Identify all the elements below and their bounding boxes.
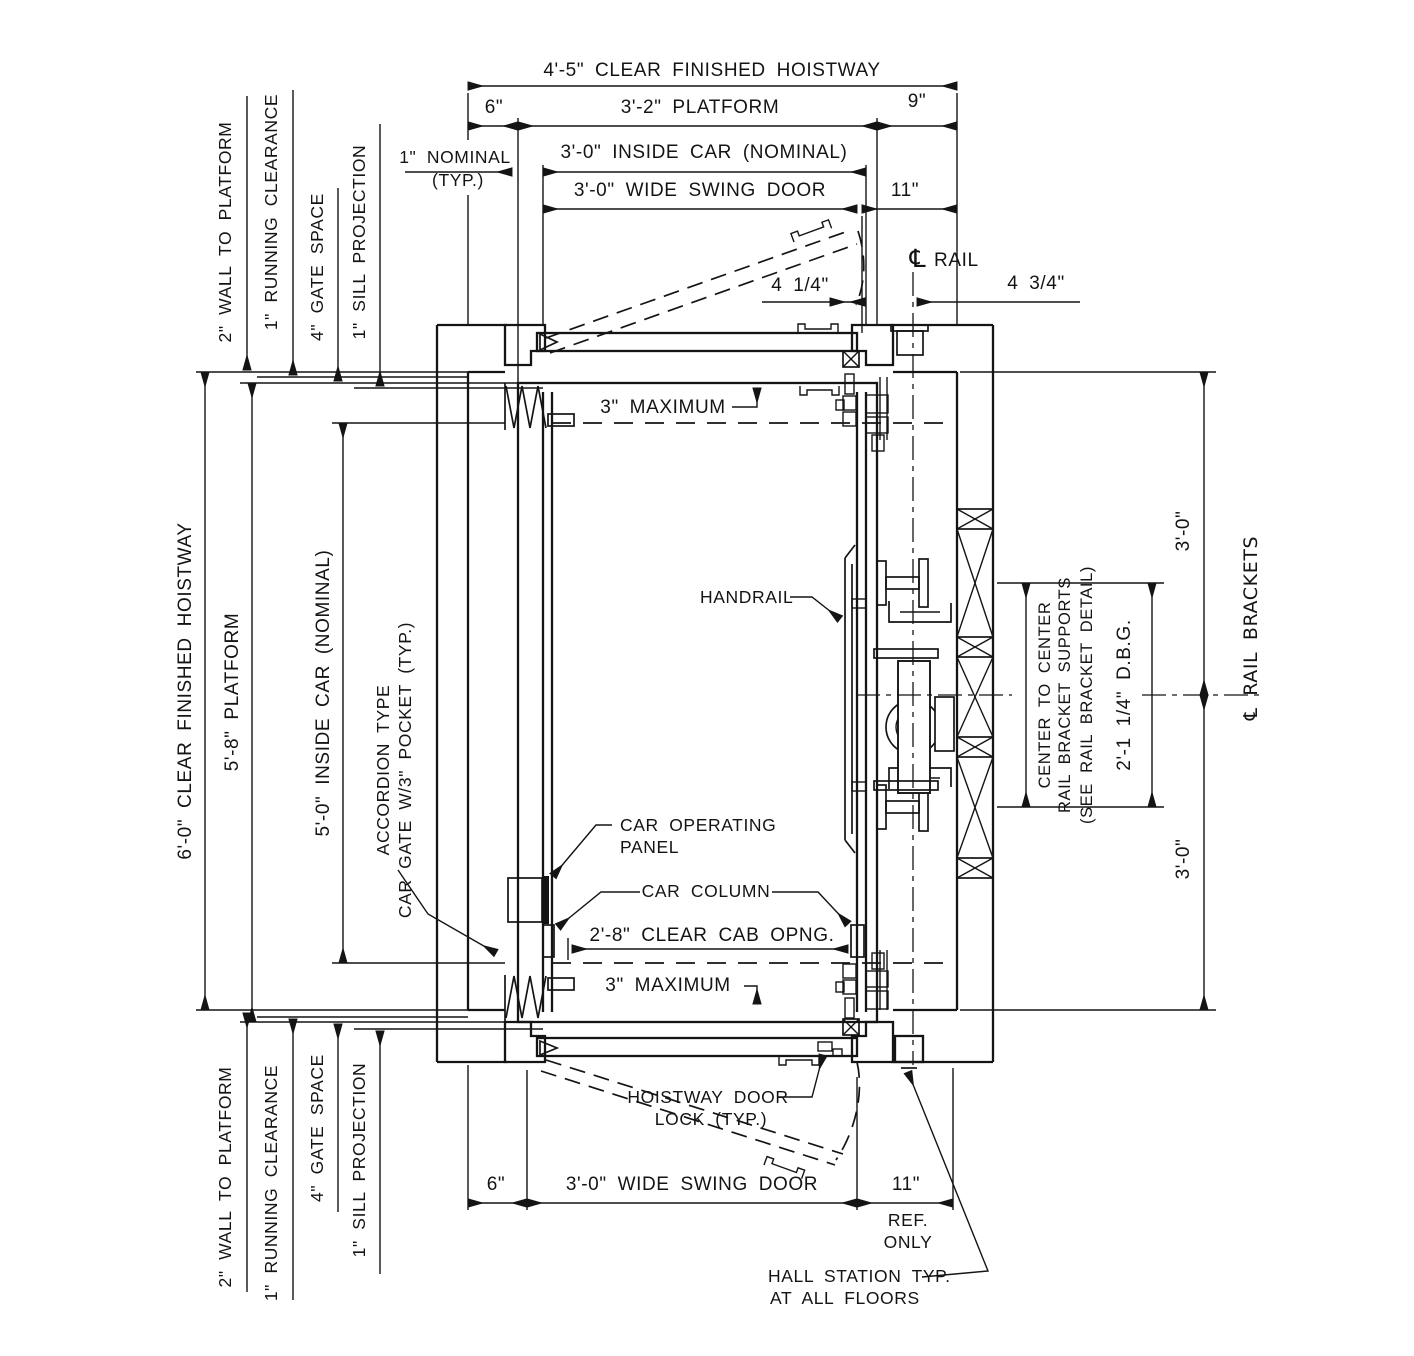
drive-sling	[873, 648, 955, 794]
door-lock-box-top	[842, 350, 860, 368]
dimensions-right	[960, 371, 1216, 1011]
car-operating-panel	[507, 876, 549, 924]
dim-6in-top: 6"	[485, 97, 504, 118]
dim-9in: 9"	[908, 91, 927, 112]
text-labels: 4'-5" CLEAR FINISHED HOISTWAY 6" 3'-2" P…	[175, 60, 1262, 1308]
label-only: ONLY	[884, 1232, 933, 1252]
car-leaders	[549, 387, 852, 1005]
label-sill-projection-top: 1" SILL PROJECTION	[349, 145, 369, 340]
label-wall-to-platform-top: 2" WALL TO PLATFORM	[215, 122, 235, 343]
door-handle-icon	[797, 323, 839, 333]
dim-swing-door-bottom: 3'-0" WIDE SWING DOOR	[566, 1174, 818, 1195]
dim-dbg: 2'-1 1/4" D.B.G.	[1114, 619, 1135, 770]
dimensions-top	[405, 81, 1080, 383]
dim-swing-door-top: 3'-0" WIDE SWING DOOR	[574, 180, 826, 201]
label-cop-2: PANEL	[620, 837, 679, 857]
rail-brackets	[956, 508, 994, 879]
hall-station	[893, 1034, 925, 1069]
label-car-column: CAR COLUMN	[642, 881, 771, 901]
accordion-gate-top	[504, 383, 575, 430]
swing-door-top	[535, 218, 865, 396]
dim-4-quarter: 4 1/4"	[771, 275, 829, 296]
note-nominal-typ: (TYP.)	[432, 170, 484, 190]
label-ctc-2: RAIL BRACKET SUPPORTS	[1056, 577, 1074, 813]
label-rail: RAIL	[934, 250, 979, 271]
dim-6in-bottom: 6"	[487, 1174, 506, 1195]
label-ref: REF.	[888, 1210, 928, 1230]
label-cop-1: CAR OPERATING	[620, 815, 776, 835]
label-running-clearance-bottom: 1" RUNNING CLEARANCE	[261, 1065, 281, 1301]
dimensions-bottom	[467, 1053, 990, 1278]
label-wall-to-platform-bottom: 2" WALL TO PLATFORM	[215, 1067, 235, 1288]
label-door-lock-2: LOCK (TYP.)	[655, 1109, 767, 1129]
dim-4-three-quarter: 4 3/4"	[1007, 273, 1065, 294]
dim-3ft-top: 3'-0"	[1173, 511, 1194, 552]
door-jambs	[503, 323, 895, 1064]
dim-inside-car-height: 5'-0" INSIDE CAR (NOMINAL)	[313, 550, 334, 837]
door-handle-icon	[799, 386, 840, 396]
dim-11in-top: 11"	[891, 180, 919, 201]
handrail	[844, 544, 867, 854]
label-door-lock-1: HOISTWAY DOOR	[627, 1087, 788, 1107]
dim-11in-bottom: 11"	[892, 1174, 920, 1195]
dim-platform-top: 3'-2" PLATFORM	[621, 97, 780, 118]
door-handle-icon	[790, 218, 833, 243]
accordion-gate-bottom	[504, 975, 575, 1022]
dim-clear-hoistway: 4'-5" CLEAR FINISHED HOISTWAY	[543, 60, 880, 81]
label-hall-station-1: HALL STATION TYP.	[768, 1266, 951, 1286]
label-3in-max-top: 3" MAXIMUM	[600, 397, 725, 418]
door-handle-icon	[763, 1155, 806, 1179]
car-column-right	[850, 924, 865, 958]
guide-rail-top	[876, 558, 952, 623]
label-hall-station-2: AT ALL FLOORS	[770, 1288, 920, 1308]
label-ctc-1: CENTER TO CENTER	[1036, 602, 1054, 789]
label-running-clearance-top: 1" RUNNING CLEARANCE	[261, 94, 281, 330]
label-handrail: HANDRAIL	[700, 587, 793, 607]
label-accordion-2: CAR GATE W/3" POCKET (TYP.)	[395, 622, 415, 918]
label-gate-space-bottom: 4" GATE SPACE	[307, 1054, 327, 1202]
dim-3ft-bottom: 3'-0"	[1173, 839, 1194, 880]
label-cl-rail-brackets: ℄ RAIL BRACKETS	[1240, 536, 1262, 721]
door-lock-hardware-top	[835, 373, 857, 427]
dim-cab-opening: 2'-8" CLEAR CAB OPNG.	[590, 925, 835, 946]
rail-mount-block	[890, 324, 929, 356]
label-ctc-3: (SEE RAIL BRACKET DETAIL)	[1078, 566, 1096, 824]
left-leaders-top	[242, 90, 385, 387]
car-column-left	[542, 924, 555, 958]
label-sill-projection-bottom: 1" SILL PROJECTION	[349, 1063, 369, 1258]
dim-platform-height: 5'-8" PLATFORM	[222, 613, 243, 772]
dim-inside-car-top: 3'-0" INSIDE CAR (NOMINAL)	[561, 142, 848, 163]
dim-hoistway-height: 6'-0" CLEAR FINISHED HOISTWAY	[175, 522, 196, 859]
note-nominal: 1" NOMINAL	[399, 147, 511, 167]
centerline-symbol: ℄	[909, 244, 927, 273]
door-lock-hardware-bottom	[835, 963, 857, 1019]
dimensions-left	[200, 371, 505, 1023]
swing-door-bottom	[535, 1036, 861, 1179]
left-extension-lines	[196, 371, 543, 1030]
label-gate-space-top: 4" GATE SPACE	[307, 193, 327, 341]
left-leaders-bottom	[242, 1012, 385, 1300]
label-accordion-1: ACCORDION TYPE	[373, 685, 393, 856]
label-3in-max-bottom: 3" MAXIMUM	[605, 975, 730, 996]
door-handle-icon	[778, 1056, 820, 1066]
